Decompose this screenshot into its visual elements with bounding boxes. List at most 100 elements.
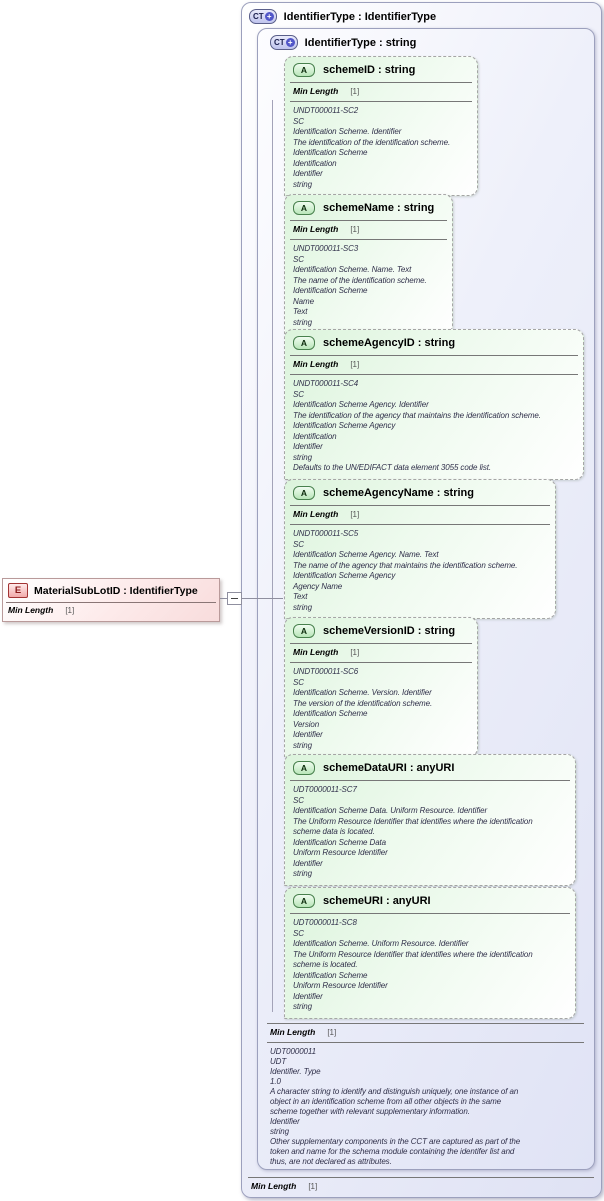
attribute-connector-line [272,100,273,1012]
attribute-title: schemeName : string [323,202,435,214]
element-icon: E [8,583,28,598]
attribute-block[interactable]: A schemeID : string Min Length [1] UNDT0… [284,56,478,196]
minus-icon [231,598,238,599]
expand-plus-icon[interactable]: + [285,38,295,47]
element-header: E MaterialSubLotID : IdentifierType [3,579,219,601]
attribute-title: schemeID : string [323,64,416,76]
facet-label: Min Length [293,359,339,369]
attribute-title: schemeVersionID : string [323,625,456,637]
facet-label: Min Length [293,224,339,234]
divider [290,374,578,375]
attribute-annotation: UNDT000011-SC2 SC Identification Scheme.… [293,106,451,189]
facet-row: Min Length [1] [289,223,448,237]
attribute-header: A schemeAgencyName : string [289,484,551,503]
attribute-title: schemeAgencyName : string [323,487,474,499]
attribute-annotation: UNDT000011-SC5 SC Identification Scheme … [293,529,518,612]
attribute-icon: A [293,894,315,908]
attribute-annotation: UDT0000011-SC7 SC Identification Scheme … [293,785,533,878]
attribute-header: A schemeURI : anyURI [289,892,571,911]
facet-label: Min Length [251,1181,297,1191]
facet-value: [1] [350,225,360,234]
attribute-header: A schemeName : string [289,199,448,218]
attribute-header: A schemeDataURI : anyURI [289,759,571,778]
attribute-title: schemeDataURI : anyURI [323,762,455,774]
type-annotation: UDT0000011 UDT Identifier. Type 1.0 A ch… [270,1047,521,1166]
divider [267,1042,584,1043]
attribute-title: schemeAgencyID : string [323,337,456,349]
facet-label: Min Length [293,509,339,519]
attribute-icon: A [293,201,315,215]
attribute-block[interactable]: A schemeName : string Min Length [1] UND… [284,194,453,334]
divider [290,643,472,644]
attribute-icon: A [293,486,315,500]
divider [290,524,550,525]
expand-plus-icon[interactable]: + [264,12,274,21]
inner-complextype-header: CT+ IdentifierType : string [258,29,594,50]
attribute-icon: A [293,624,315,638]
inner-complextype-title: IdentifierType : string [304,36,417,49]
facet-section: Min Length [1] [289,646,473,663]
attribute-icon: A [293,336,315,350]
facet-section: Min Length [1] [289,223,448,240]
facet-section: Min Length [1] [289,85,473,102]
divider [290,913,570,914]
complextype-box-identifiertype-string[interactable]: CT+ IdentifierType : string A schemeID :… [257,28,595,1170]
complextype-icon: CT+ [270,35,298,50]
attribute-icon: A [293,761,315,775]
divider [290,505,550,506]
facet-row: Min Length [1] [247,1180,595,1194]
collapse-handle[interactable] [227,592,242,605]
facet-value: [1] [350,360,360,369]
attribute-annotation: UNDT000011-SC3 SC Identification Scheme.… [293,244,427,327]
facet-label: Min Length [293,86,339,96]
facet-value: [1] [65,606,75,615]
facet-label: Min Length [8,605,54,615]
complextype-title: IdentifierType : IdentifierType [283,10,437,23]
facet-label: Min Length [270,1027,316,1037]
divider [248,1177,594,1178]
attribute-block[interactable]: A schemeDataURI : anyURI UDT0000011-SC7 … [284,754,576,886]
element-box-materialsublotid[interactable]: E MaterialSubLotID : IdentifierType Min … [2,578,220,622]
facet-row: Min Length [1] [3,604,219,618]
attribute-annotation: UDT0000011-SC8 SC Identification Scheme.… [293,918,533,1011]
facet-value: [1] [350,87,360,96]
attribute-annotation: UNDT000011-SC4 SC Identification Scheme … [293,379,541,472]
element-connector-line [220,598,283,599]
ct-label: CT [253,12,264,21]
divider [290,82,472,83]
facet-row: Min Length [1] [289,358,579,372]
attribute-block[interactable]: A schemeVersionID : string Min Length [1… [284,617,478,757]
complextype-icon: CT+ [249,9,277,24]
complextype-box-identifiertype[interactable]: CT+ IdentifierType : IdentifierType CT+ … [241,2,602,1198]
complextype-header: CT+ IdentifierType : IdentifierType [242,3,601,24]
attribute-header: A schemeID : string [289,61,473,80]
attribute-block[interactable]: A schemeAgencyID : string Min Length [1]… [284,329,584,480]
outer-type-facet: Min Length [1] [247,1175,595,1194]
divider [290,239,447,240]
attribute-icon: A [293,63,315,77]
attribute-header: A schemeAgencyID : string [289,334,579,353]
attribute-block[interactable]: A schemeAgencyName : string Min Length [… [284,479,556,619]
facet-row: Min Length [1] [266,1026,585,1040]
element-title: MaterialSubLotID : IdentifierType [34,584,198,597]
attribute-block[interactable]: A schemeURI : anyURI UDT0000011-SC8 SC I… [284,887,576,1019]
divider [290,220,447,221]
divider [290,355,578,356]
divider [267,1023,584,1024]
facet-value: [1] [350,648,360,657]
divider [290,780,570,781]
facet-section: Min Length [1] [289,358,579,375]
facet-section: Min Length [1] [289,508,551,525]
attribute-header: A schemeVersionID : string [289,622,473,641]
divider [290,101,472,102]
ct-label: CT [274,38,285,47]
facet-row: Min Length [1] [289,646,473,660]
attribute-annotation: UNDT000011-SC6 SC Identification Scheme.… [293,667,433,750]
facet-value: [1] [308,1182,318,1191]
facet-label: Min Length [293,647,339,657]
facet-value: [1] [327,1028,337,1037]
attribute-title: schemeURI : anyURI [323,895,431,907]
facet-row: Min Length [1] [289,85,473,99]
inner-type-details: Min Length [1] UDT0000011 UDT Identifier… [266,1021,585,1167]
